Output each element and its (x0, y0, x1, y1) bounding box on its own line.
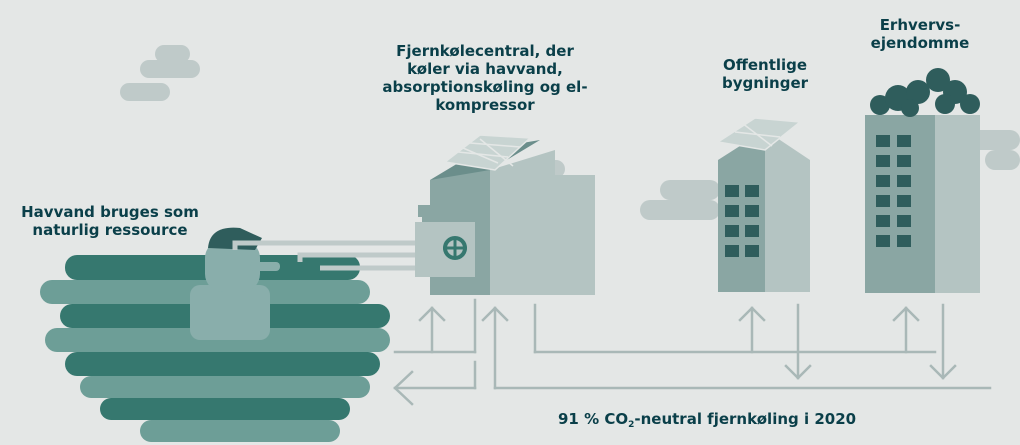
swimmer-icon (190, 227, 280, 340)
cloud-icon (970, 130, 1020, 170)
commercial-building-icon (865, 115, 980, 293)
cooling-plant-icon (415, 140, 595, 295)
cloud-icon (640, 180, 720, 220)
plant-label: Fjernkølecentral, der køler via havvand,… (382, 42, 588, 114)
flow-arrow-icon (393, 298, 992, 406)
sea-pipe (232, 240, 420, 271)
public-buildings-label: Offentlige bygninger (721, 56, 809, 92)
solar-panel-icon (443, 134, 532, 171)
public-building-icon (718, 130, 810, 292)
co2-caption: 91 % CO2-neutral fjernkøling i 2020 (558, 410, 857, 430)
sea-label: Havvand bruges som naturlig ressource (21, 203, 199, 239)
cloud-icon (120, 45, 200, 101)
tree-icon (870, 68, 980, 117)
commercial-buildings-label: Erhvervs- ejendomme (870, 16, 970, 52)
solar-panel-icon (715, 117, 802, 151)
